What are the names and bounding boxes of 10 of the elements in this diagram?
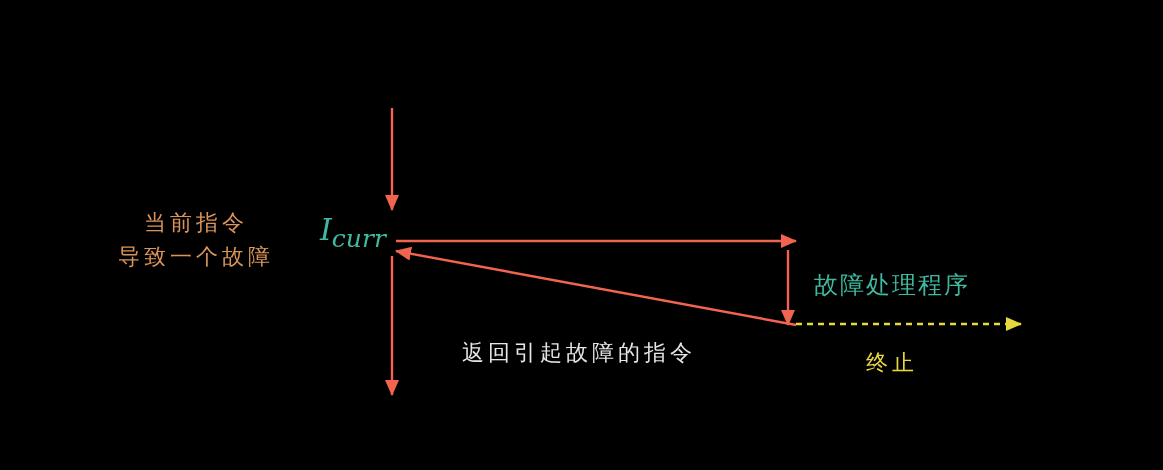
arrow xyxy=(395,246,797,327)
edge-label: 终止 xyxy=(866,349,918,377)
arrow xyxy=(385,256,399,396)
edge-label: 返回引起故障的指令 xyxy=(462,339,696,367)
arrow xyxy=(396,234,797,248)
arrow xyxy=(385,108,399,211)
arrow xyxy=(796,317,1022,331)
variable-label: I$_{curr}$ xyxy=(316,210,396,256)
caption-text: 当前指令导致一个故障 xyxy=(117,209,275,272)
handler-label: 故障处理程序 xyxy=(796,236,978,324)
